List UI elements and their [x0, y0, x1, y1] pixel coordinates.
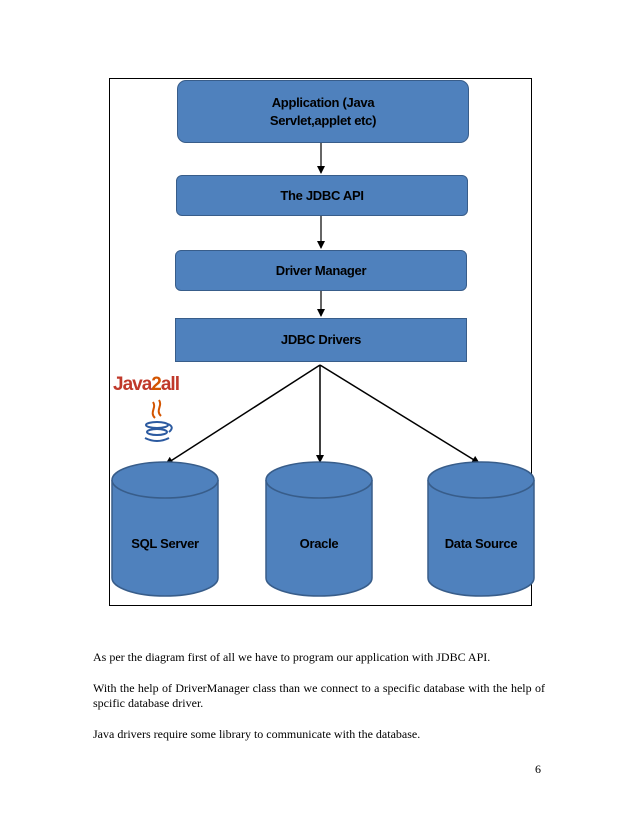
paragraph-3: Java drivers require some library to com…	[93, 727, 421, 741]
paragraph-2: With the help of DriverManager class tha…	[93, 681, 545, 710]
jdbc-drivers-box: JDBC Drivers	[175, 318, 467, 362]
page-number: 6	[535, 762, 541, 776]
sql-server-label: SQL Server	[131, 536, 199, 551]
java2all-logo-icon: Java2all	[113, 372, 183, 452]
data-source-label: Data Source	[444, 536, 518, 551]
oracle-cylinder	[265, 461, 373, 597]
jdbc-api-box-label: The JDBC API	[280, 187, 364, 203]
driver-manager-box: Driver Manager	[175, 250, 467, 291]
jdbc-drivers-box-label: JDBC Drivers	[280, 332, 362, 348]
paragraph-1: As per the diagram first of all we have …	[93, 650, 491, 664]
jdbc-api-box: The JDBC API	[176, 175, 468, 216]
arrow-drivers-to-sqlserver	[165, 364, 321, 465]
driver-manager-box-label: Driver Manager	[275, 262, 367, 278]
application-box: Application (Java Servlet,applet etc)	[177, 80, 469, 143]
diagram-frame	[109, 78, 532, 606]
oracle-label: Oracle	[299, 536, 339, 551]
sql-server-cylinder	[111, 461, 219, 597]
application-box-label: Application (Java Servlet,applet etc)	[269, 94, 377, 128]
arrow-drivers-to-datasource	[319, 364, 480, 464]
data-source-cylinder	[427, 461, 535, 597]
